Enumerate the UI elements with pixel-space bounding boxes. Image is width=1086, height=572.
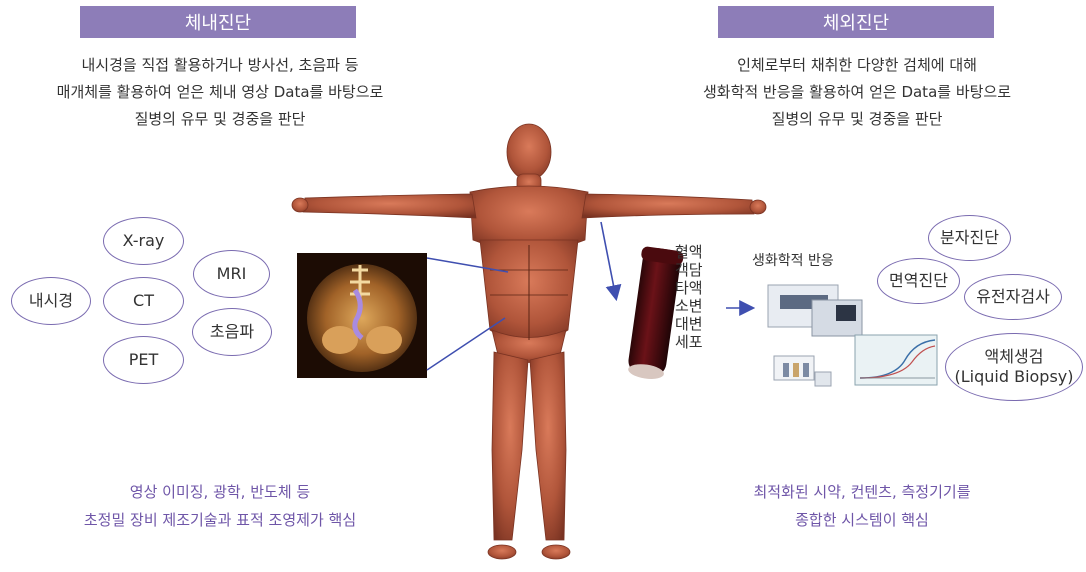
genetic-oval: 유전자검사 (964, 274, 1062, 320)
in-vitro-keypoints: 최적화된 시약, 컨텐츠, 측정기기를 종합한 시스템이 핵심 (672, 478, 1052, 534)
ct-scan-image (297, 253, 427, 378)
molecular-oval: 분자진단 (928, 215, 1011, 261)
molecular-label: 분자진단 (940, 228, 999, 248)
sample-type-list: 혈액 객담 타액 소변 대변 세포 (675, 243, 703, 351)
liquid-biopsy-oval: 액체생검 (Liquid Biopsy) (945, 333, 1083, 401)
sample-arrow (601, 222, 616, 298)
in-vitro-keypoint-2: 종합한 시스템이 핵심 (672, 506, 1052, 534)
sample-blood: 혈액 (675, 243, 703, 261)
mri-oval: MRI (193, 250, 270, 298)
pet-oval: PET (103, 336, 184, 384)
sample-stool: 대변 (675, 315, 703, 333)
in-vivo-keypoint-2: 초정밀 장비 제조기술과 표적 조영제가 핵심 (30, 506, 410, 534)
xray-oval: X-ray (103, 217, 184, 265)
ultrasound-label: 초음파 (210, 322, 254, 342)
immuno-oval: 면역진단 (877, 258, 960, 304)
in-vitro-keypoint-1: 최적화된 시약, 컨텐츠, 측정기기를 (672, 478, 1052, 506)
immuno-label: 면역진단 (889, 271, 948, 291)
in-vivo-keypoints: 영상 이미징, 광학, 반도체 등 초정밀 장비 제조기술과 표적 조영제가 핵… (30, 478, 410, 534)
lab-analyzer-image (768, 285, 862, 386)
sample-sputum: 객담 (675, 261, 703, 279)
reaction-label: 생화학적 반응 (752, 250, 834, 270)
ct-label: CT (133, 291, 154, 311)
amplification-graph (855, 335, 937, 385)
pet-label: PET (129, 350, 159, 370)
sample-cell: 세포 (675, 333, 703, 351)
ct-oval: CT (103, 277, 184, 325)
sample-saliva: 타액 (675, 279, 703, 297)
xray-label: X-ray (123, 231, 165, 251)
liquid-biopsy-label-1: 액체생검 (985, 347, 1044, 367)
endoscope-label: 내시경 (29, 291, 73, 311)
sample-urine: 소변 (675, 297, 703, 315)
ct-link-line-bottom (427, 318, 505, 370)
ultrasound-oval: 초음파 (192, 308, 272, 356)
liquid-biopsy-label-2: (Liquid Biopsy) (955, 367, 1074, 387)
endoscope-oval: 내시경 (11, 277, 91, 325)
genetic-label: 유전자검사 (976, 287, 1050, 307)
mri-label: MRI (217, 264, 247, 284)
in-vivo-keypoint-1: 영상 이미징, 광학, 반도체 등 (30, 478, 410, 506)
